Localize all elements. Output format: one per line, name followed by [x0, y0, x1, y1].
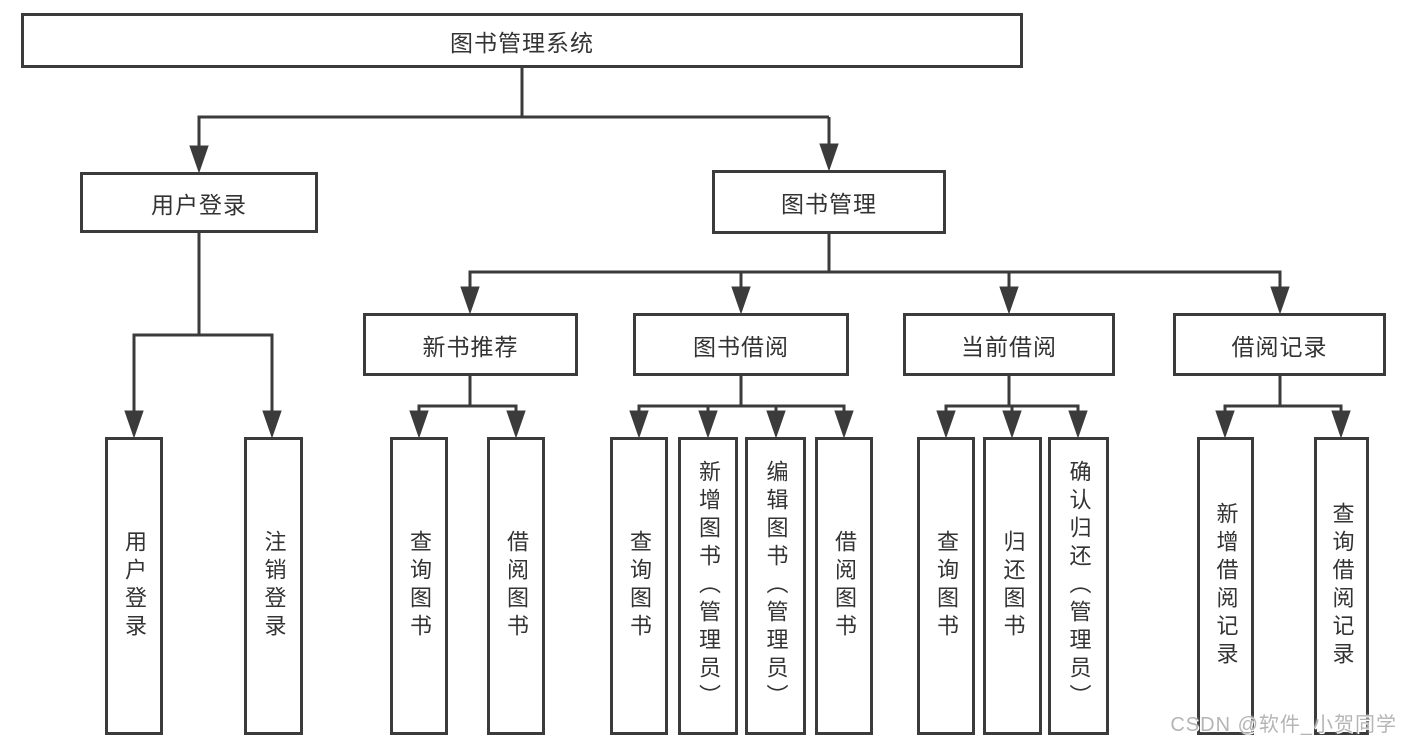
arrow-icon	[1002, 410, 1022, 439]
node-label: 图书管理系统	[450, 29, 594, 56]
node-label: 确认归还（管理员）	[1066, 460, 1092, 712]
node-book-management: 图书管理	[712, 170, 946, 234]
leaf-borrow-books-borrowing: 借阅图书	[815, 437, 873, 735]
leaf-add-borrow-record: 新增借阅记录	[1197, 437, 1254, 735]
arrow-icon	[1068, 410, 1088, 439]
node-label: 借阅图书	[504, 530, 529, 642]
node-book-borrowing: 图书借阅	[633, 313, 849, 376]
node-new-book-recommend: 新书推荐	[363, 313, 578, 376]
leaf-add-books-admin: 新增图书（管理员）	[678, 437, 738, 735]
leaf-query-books-current: 查询图书	[917, 437, 975, 735]
arrow-icon	[1331, 410, 1351, 439]
node-label: 新增借阅记录	[1213, 502, 1239, 670]
arrow-icon	[460, 286, 480, 315]
arrow-icon	[629, 410, 649, 439]
node-label: 注销登录	[261, 530, 287, 642]
arrow-icon	[409, 410, 429, 439]
node-label: 查询图书	[934, 530, 959, 642]
node-library-system: 图书管理系统	[21, 13, 1023, 68]
csdn-watermark: CSDN @软件_小贺同学	[1170, 714, 1397, 736]
arrow-icon	[262, 410, 282, 439]
leaf-query-books-recommend: 查询图书	[390, 437, 448, 735]
leaf-logout: 注销登录	[244, 437, 303, 735]
node-label: 编辑图书（管理员）	[763, 460, 789, 712]
arrow-icon	[834, 410, 854, 439]
arrow-icon	[1215, 410, 1235, 439]
node-label: 用户登录	[122, 530, 147, 642]
leaf-return-books: 归还图书	[983, 437, 1042, 735]
leaf-confirm-return-admin: 确认归还（管理员）	[1048, 437, 1109, 735]
node-label: 查询借阅记录	[1329, 502, 1355, 670]
node-current-borrowing: 当前借阅	[903, 313, 1115, 376]
node-label: 新增图书（管理员）	[696, 460, 721, 712]
arrow-icon	[124, 410, 144, 439]
node-user-login: 用户登录	[80, 172, 318, 233]
node-borrowing-records: 借阅记录	[1173, 313, 1386, 376]
node-label: 当前借阅	[961, 333, 1057, 360]
leaf-user-login: 用户登录	[105, 437, 163, 735]
leaf-query-borrow-record: 查询借阅记录	[1314, 437, 1369, 735]
node-label: 图书借阅	[693, 333, 789, 360]
node-label: 查询图书	[407, 530, 432, 642]
node-label: 查询图书	[627, 530, 652, 642]
arrow-icon	[189, 145, 209, 174]
arrow-icon	[1270, 286, 1290, 315]
node-label: 借阅记录	[1231, 333, 1328, 360]
leaf-edit-books-admin: 编辑图书（管理员）	[745, 437, 806, 735]
arrow-icon	[819, 143, 839, 172]
leaf-query-books-borrowing: 查询图书	[610, 437, 668, 735]
arrow-icon	[766, 410, 786, 439]
node-label: 图书管理	[781, 191, 877, 217]
arrow-icons	[124, 143, 1351, 439]
node-label: 归还图书	[1000, 530, 1026, 642]
arrow-icon	[506, 410, 526, 439]
arrow-icon	[936, 410, 956, 439]
node-label: 新书推荐	[422, 333, 519, 360]
arrow-icon	[731, 286, 751, 315]
arrow-icon	[698, 410, 718, 439]
arrow-icon	[999, 286, 1019, 315]
leaf-borrow-books-recommend: 借阅图书	[487, 437, 545, 735]
node-label: 借阅图书	[832, 530, 857, 642]
node-label: 用户登录	[151, 191, 247, 218]
